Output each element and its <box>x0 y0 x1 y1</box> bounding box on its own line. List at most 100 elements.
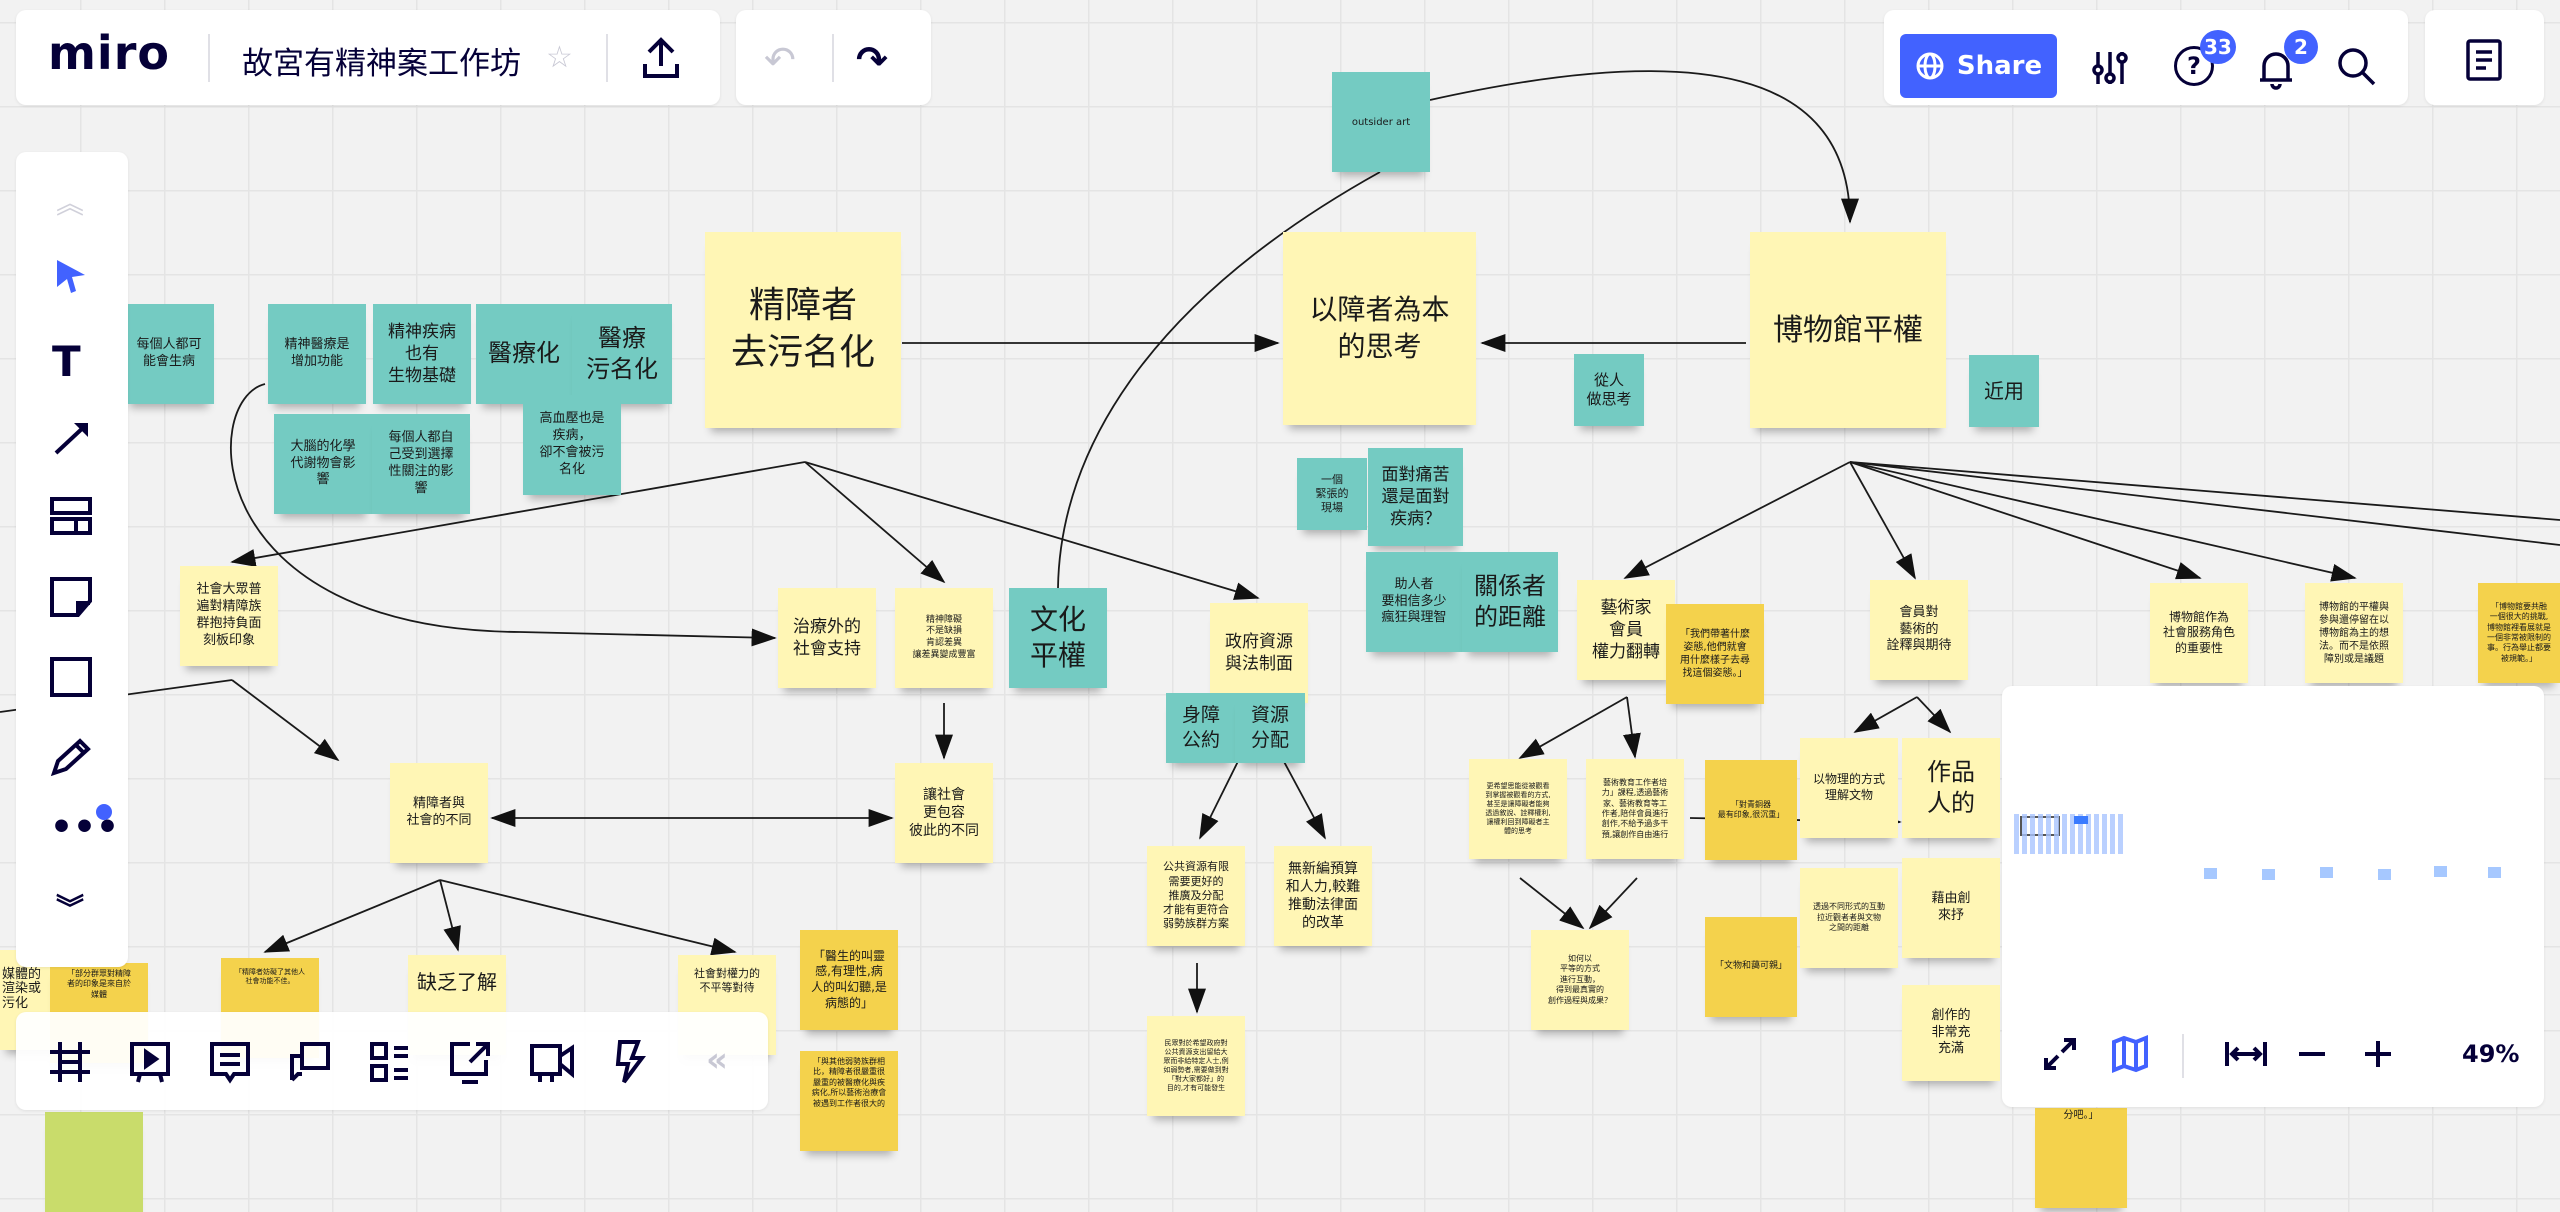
connection-line-icon[interactable] <box>52 417 92 457</box>
sticky-note[interactable]: 博物館平權 <box>1750 232 1946 428</box>
sticky-note[interactable]: 近用 <box>1969 355 2039 427</box>
undo-icon[interactable]: ↶ <box>764 38 796 82</box>
sticky-note[interactable]: 一個 緊張的 現場 <box>1297 458 1367 530</box>
search-icon[interactable] <box>2336 46 2378 88</box>
sticky-note[interactable]: 「與其他弱勢族群相 比，精障者很嚴重很 嚴重的被醫療化與疾 病化,所以藝術治療會… <box>800 1051 898 1151</box>
sticky-note[interactable]: 以物理的方式 理解文物 <box>1800 738 1898 838</box>
sticky-note[interactable]: 無新編預算 和人力,較難 推動法律面 的改革 <box>1274 846 1372 946</box>
screen-share-icon[interactable] <box>448 1040 492 1084</box>
sticky-note[interactable]: 社會大眾普 遍對精障族 群抱持負面 刻板印象 <box>180 566 278 666</box>
sticky-note[interactable]: 藉由創 來抒 <box>1902 858 2000 958</box>
sticky-note[interactable]: 醫療化 <box>476 304 572 404</box>
sticky-note[interactable]: 面對痛苦 還是面對 疾病？ <box>1368 448 1463 546</box>
zoom-in-icon[interactable] <box>2362 1038 2394 1070</box>
sticky-note-icon[interactable] <box>50 577 92 617</box>
sticky-note[interactable]: 高血壓也是 疾病， 卻不會被污 名化 <box>523 395 621 495</box>
minimap-block <box>2262 869 2275 880</box>
templates-icon[interactable] <box>50 497 92 537</box>
document-list-icon[interactable] <box>2465 38 2503 82</box>
sticky-note[interactable]: 助人者 要相信多少 瘋狂與理智 <box>1366 552 1462 652</box>
sticky-note[interactable]: 會員對 藝術的 詮釋與期待 <box>1870 580 1968 680</box>
pen-icon[interactable] <box>50 737 92 777</box>
divider <box>2182 1034 2184 1078</box>
sticky-note[interactable]: 「文物和藹可親」 <box>1705 917 1797 1017</box>
miro-logo[interactable]: miro <box>48 26 170 80</box>
minimap-block <box>2204 868 2217 879</box>
undo-redo-panel: ↶ ↷ <box>736 10 931 105</box>
zoom-out-icon[interactable] <box>2296 1038 2328 1070</box>
sticky-note[interactable]: 更希望思能從被觀看 到掌握被觀看的方式, 甚至是讓障礙者能夠 透過敘說、詮釋權利… <box>1469 759 1567 859</box>
lightning-icon[interactable] <box>610 1040 646 1084</box>
sticky-note[interactable]: 博物館的平權與 參與還停留在以 博物館為主的想 法。而不是依照 障別或是議題 <box>2305 583 2403 683</box>
collapse-up-icon[interactable]: ︽ <box>56 187 85 220</box>
sticky-note[interactable] <box>45 1112 143 1212</box>
new-indicator-dot <box>96 804 112 820</box>
sticky-note[interactable]: 公共資源有限 需要更好的 推廣及分配 才能有更符合 弱勢族群方案 <box>1147 846 1245 946</box>
sticky-note[interactable]: 「對青銅器 最有印象,很沉重」 <box>1705 760 1797 860</box>
sticky-note[interactable]: 從人 做思考 <box>1574 354 1644 426</box>
sticky-note[interactable]: 治療外的 社會支持 <box>778 588 876 688</box>
sticky-note[interactable]: 資源 分配 <box>1235 693 1305 763</box>
sticky-note[interactable]: 「我們帶著什麼 姿態,他們就會 用什麼樣子去尋 找這個姿態。」 <box>1666 604 1764 704</box>
select-cursor-icon[interactable] <box>54 257 88 297</box>
sticky-note[interactable]: 精神障礙 不是缺損 肯認差異 讓差異變成豐富 <box>895 588 993 688</box>
video-call-icon[interactable] <box>528 1040 576 1084</box>
sticky-note[interactable]: 每個人都自 己受到選擇 性關注的影 響 <box>372 414 470 514</box>
comments-icon[interactable] <box>208 1040 252 1084</box>
fit-to-screen-icon[interactable] <box>2224 1038 2268 1070</box>
map-icon[interactable] <box>2110 1034 2150 1074</box>
sticky-note[interactable]: 藝術家 會員 權力翻轉 <box>1577 580 1675 680</box>
redo-icon[interactable]: ↷ <box>856 38 888 82</box>
sticky-note[interactable]: 藝術教育工作者培 力」課程,透過藝術 家、藝術教育等工 作者,陪伴會員進行 創作… <box>1586 759 1684 859</box>
frames-icon[interactable] <box>48 1040 92 1084</box>
bell-icon[interactable] <box>2256 46 2296 90</box>
help-icon[interactable]: ? <box>2174 46 2214 86</box>
divider <box>606 34 608 82</box>
sticky-note[interactable]: 醫療 污名化 <box>572 304 672 404</box>
top-right-toolbar: Share ? 33 2 <box>1884 10 2408 105</box>
sticky-note[interactable]: 關係者 的距離 <box>1462 552 1558 652</box>
sticky-note[interactable]: 讓社會 更包容 彼此的不同 <box>895 763 993 863</box>
sticky-note[interactable]: 透過不同形式的互動 拉近觀者者與文物 之間的距離 <box>1800 868 1898 968</box>
board-header: miro 故宮有精神案工作坊 ☆ <box>16 10 720 105</box>
sticky-note[interactable]: 以障者為本 的思考 <box>1283 232 1476 425</box>
minimap-block <box>2434 866 2447 877</box>
sticky-note[interactable]: outsider art <box>1332 72 1430 172</box>
shape-rectangle-icon[interactable] <box>50 657 92 697</box>
sticky-note[interactable]: 分吧。」 <box>2035 1108 2127 1208</box>
minimap-view[interactable] <box>2008 706 2538 1006</box>
kanban-list-icon[interactable] <box>368 1040 412 1084</box>
sticky-note[interactable]: 「醫生的叫靈 感,有理性,病 人的叫幻聽,是 病態的」 <box>800 930 898 1030</box>
sticky-note[interactable]: 文化 平權 <box>1009 588 1107 688</box>
fullscreen-icon[interactable] <box>2042 1036 2078 1072</box>
sticky-note[interactable]: 民眾對於希望政府對 公共資源支出留給大 眾而非給特定人士,例 如弱勢者,需要做到… <box>1147 1016 1245 1116</box>
minimap-block <box>2378 869 2391 880</box>
upload-icon[interactable] <box>641 36 681 80</box>
minimap-content <box>2014 814 2124 854</box>
sticky-note[interactable]: 精神疾病 也有 生物基礎 <box>373 304 471 404</box>
text-tool-icon[interactable]: T <box>52 337 81 386</box>
zoom-level[interactable]: 49% <box>2462 1040 2520 1068</box>
star-icon[interactable]: ☆ <box>546 40 573 75</box>
presentation-icon[interactable] <box>128 1040 172 1084</box>
sticky-note[interactable]: 每個人都可 能會生病 <box>124 304 214 404</box>
collapse-toolbar-icon[interactable]: « <box>706 1040 728 1080</box>
sticky-note[interactable]: 政府資源 與法制面 <box>1210 603 1308 703</box>
expand-down-icon[interactable]: ︾ <box>56 892 85 925</box>
sticky-note[interactable]: 大腦的化學 代謝物會影 響 <box>274 414 372 514</box>
board-menu-panel <box>2425 10 2544 105</box>
sticky-note[interactable]: 身障 公約 <box>1166 693 1236 763</box>
cards-icon[interactable] <box>288 1040 332 1084</box>
settings-sliders-icon[interactable] <box>2090 48 2130 88</box>
sticky-note[interactable]: 作品 人的 <box>1902 738 2000 838</box>
sticky-note[interactable]: 精神醫療是 增加功能 <box>268 304 366 404</box>
sticky-note[interactable]: 「博物館要共融 一個很大的挑戰, 博物館裡看展就是 一個非常被限制的 事。行為舉… <box>2478 583 2560 683</box>
share-button[interactable]: Share <box>1900 34 2057 98</box>
board-title[interactable]: 故宮有精神案工作坊 <box>242 46 521 82</box>
sticky-note[interactable]: 創作的 非常充 充滿 <box>1902 985 2000 1081</box>
sticky-note[interactable]: 精障者與 社會的不同 <box>390 763 488 863</box>
sticky-note[interactable]: 博物館作為 社會服務角色 的重要性 <box>2150 583 2248 683</box>
sticky-note[interactable]: 精障者 去污名化 <box>705 232 901 428</box>
help-badge: 33 <box>2200 30 2236 64</box>
sticky-note[interactable]: 如何以 平等的方式 進行互動， 得到最真實的 創作過程與成果？ <box>1531 930 1629 1030</box>
